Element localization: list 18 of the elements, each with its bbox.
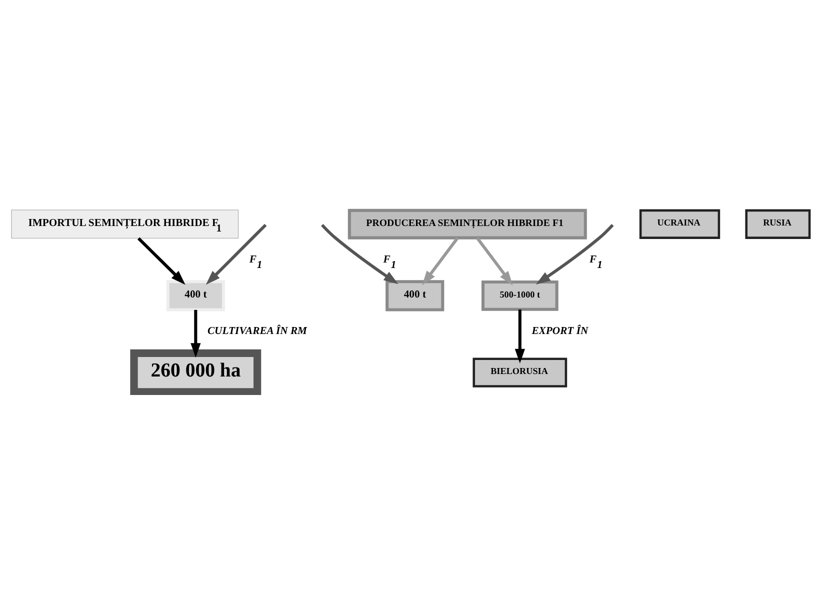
arrow [514, 309, 525, 363]
arrow [321, 223, 398, 284]
arrow [206, 223, 267, 284]
arrow [536, 223, 614, 284]
node-box: 400 t [386, 280, 444, 311]
node-box: UCRAINA [639, 208, 720, 238]
node-box: PRODUCEREA SEMINȚELOR HIBRIDE F1 [348, 208, 587, 239]
arrow [137, 236, 186, 284]
arrow [476, 236, 513, 285]
node-box: RUSIA [745, 208, 811, 238]
node-box: 400 t [166, 280, 225, 311]
node-box: 260 000 ha [130, 348, 262, 394]
edge-label: CULTIVAREA ÎN RM [207, 325, 308, 336]
node-box: 500-1000 t [481, 280, 558, 310]
arrow [190, 309, 201, 358]
node-box: BIELORUSIA [472, 357, 568, 387]
edge-label: EXPORT ÎN [532, 325, 588, 336]
arrow [422, 236, 459, 285]
